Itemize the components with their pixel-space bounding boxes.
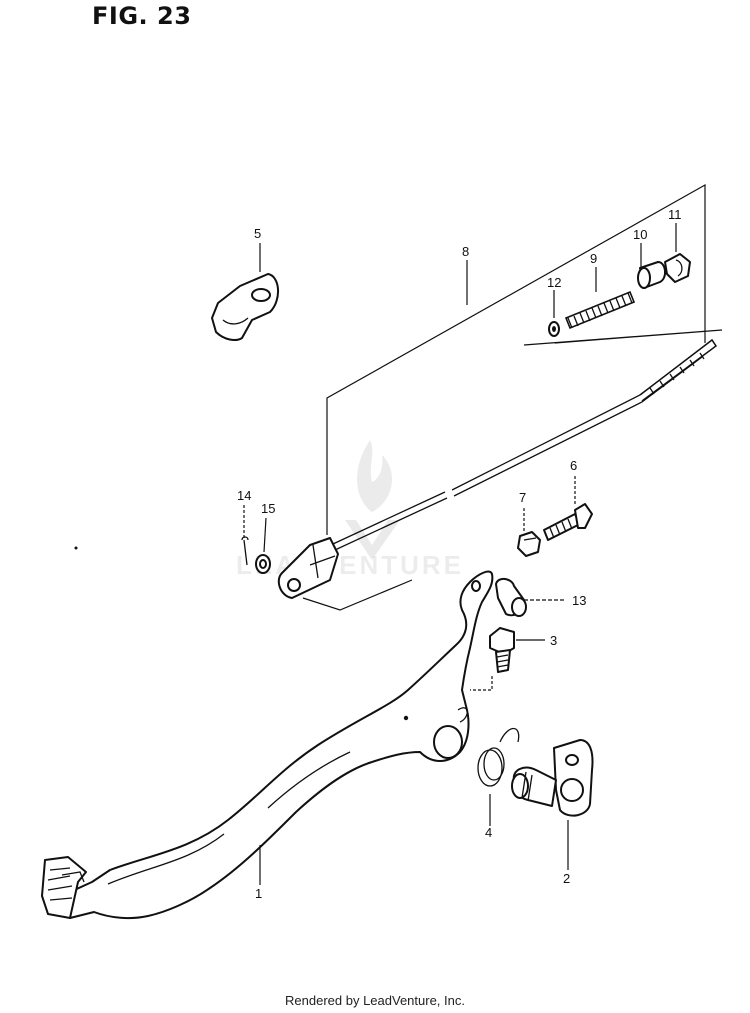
callout-7: 7 bbox=[519, 490, 526, 505]
callout-11: 11 bbox=[668, 207, 682, 222]
spring-clip-4 bbox=[477, 727, 520, 787]
footer-credit: Rendered by LeadVenture, Inc. bbox=[285, 993, 465, 1008]
callout-14: 14 bbox=[237, 488, 251, 503]
bracket-plate bbox=[211, 273, 279, 341]
callout-15: 15 bbox=[261, 501, 275, 516]
figure-title: FIG. 23 bbox=[92, 2, 192, 30]
callout-9: 9 bbox=[590, 251, 597, 266]
bolt-3 bbox=[489, 627, 515, 673]
cotter-pin-14 bbox=[241, 536, 249, 566]
clevis-pin-13 bbox=[495, 578, 527, 617]
washer-12 bbox=[548, 321, 560, 337]
callout-5: 5 bbox=[254, 226, 261, 241]
bolt-6 bbox=[543, 503, 593, 541]
washer-15 bbox=[255, 554, 271, 574]
brake-pedal-1 bbox=[41, 570, 494, 920]
spring-9 bbox=[564, 290, 636, 330]
callout-1: 1 bbox=[255, 886, 262, 901]
watermark-logo bbox=[345, 440, 400, 560]
pivot-shaft-2 bbox=[511, 739, 594, 817]
callout-10: 10 bbox=[633, 227, 647, 242]
callout-4: 4 bbox=[485, 825, 492, 840]
leader-lines bbox=[243, 223, 677, 885]
nut-11 bbox=[664, 253, 691, 283]
watermark-text: LEADVENTURE bbox=[236, 550, 465, 580]
nut-7 bbox=[517, 531, 541, 557]
callout-6: 6 bbox=[570, 458, 577, 473]
callout-3: 3 bbox=[550, 633, 557, 648]
callout-13: 13 bbox=[572, 593, 586, 608]
callout-2: 2 bbox=[563, 871, 570, 886]
pin-10 bbox=[637, 261, 666, 289]
callout-labels: 5 8 12 9 10 11 6 7 14 15 13 3 4 2 1 bbox=[237, 207, 682, 901]
callout-8: 8 bbox=[462, 244, 469, 259]
brake-rod bbox=[319, 338, 718, 557]
callout-12: 12 bbox=[547, 275, 561, 290]
rod-clevis bbox=[277, 537, 339, 599]
assembly-bracket-lines bbox=[302, 183, 723, 611]
stray-dot bbox=[74, 546, 78, 550]
